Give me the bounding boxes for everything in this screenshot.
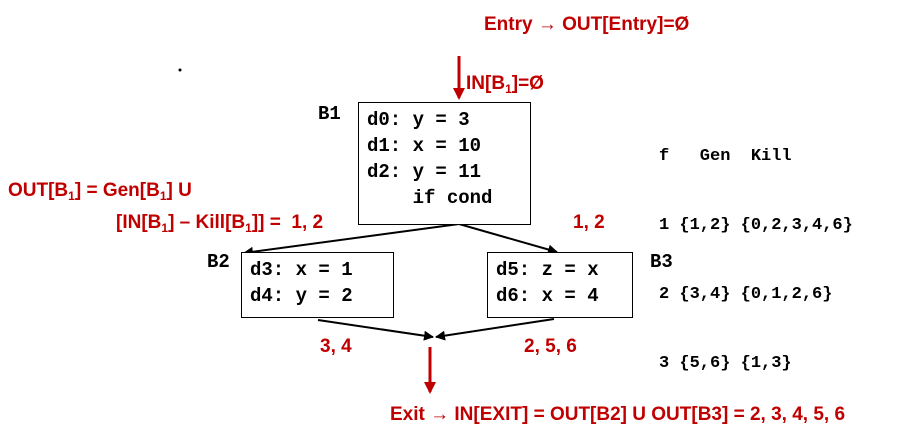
table-row: 2 {3,4} {0,1,2,6} bbox=[659, 285, 833, 304]
in-b1-label: IN[B1]=Ø bbox=[466, 73, 544, 96]
out-b1-line2: [IN[B1] – Kill[B1]] = 1, 2 bbox=[116, 212, 324, 235]
table-row: 3 {5,6} {1,3} bbox=[659, 354, 792, 373]
edge-b1-b2 bbox=[243, 223, 460, 257]
block-b1: d0: y = 3 d1: x = 10 d2: y = 11 if cond bbox=[358, 102, 531, 225]
b3-line-0: d5: z = x bbox=[496, 259, 599, 281]
edge-label-b1-b3: 1, 2 bbox=[573, 212, 605, 233]
b3-line-1: d6: x = 4 bbox=[496, 285, 599, 307]
b1-label: B1 bbox=[318, 103, 341, 125]
out-b1-line1: OUT[B1] = Gen[B1] U bbox=[8, 180, 192, 203]
b2-line-0: d3: x = 1 bbox=[250, 259, 353, 281]
exit-label: Exit → IN[EXIT] = OUT[B2] U OUT[B3] = 2,… bbox=[390, 404, 846, 425]
b1-code: d0: y = 3 d1: x = 10 d2: y = 11 if cond bbox=[359, 103, 530, 211]
b3-code: d5: z = x d6: x = 4 bbox=[488, 253, 632, 309]
block-b3: d5: z = x d6: x = 4 bbox=[487, 252, 633, 318]
block-b2: d3: x = 1 d4: y = 2 bbox=[241, 252, 394, 318]
b2-line-1: d4: y = 2 bbox=[250, 285, 353, 307]
gen-kill-table: f Gen Kill 1 {1,2} {0,2,3,4,6} 2 {3,4} {… bbox=[659, 99, 853, 421]
stray-dot bbox=[178, 68, 182, 72]
edge-b1-b3 bbox=[458, 223, 558, 255]
edge-label-b2-out: 3, 4 bbox=[320, 336, 352, 357]
entry-label: Entry → OUT[Entry]=Ø bbox=[484, 14, 690, 35]
b1-line-2: d2: y = 11 bbox=[367, 161, 482, 183]
b1-line-0: d0: y = 3 bbox=[367, 109, 470, 131]
b1-line-3: if cond bbox=[367, 187, 493, 209]
table-header: f Gen Kill bbox=[659, 147, 792, 166]
table-row: 1 {1,2} {0,2,3,4,6} bbox=[659, 216, 853, 235]
b2-label: B2 bbox=[207, 251, 230, 273]
b1-line-1: d1: x = 10 bbox=[367, 135, 482, 157]
edge-label-b3-out: 2, 5, 6 bbox=[524, 336, 577, 357]
edge-b2-join bbox=[317, 319, 434, 341]
edge-b3-join bbox=[435, 318, 555, 341]
b2-code: d3: x = 1 d4: y = 2 bbox=[242, 253, 393, 309]
b3-label: B3 bbox=[650, 251, 673, 273]
